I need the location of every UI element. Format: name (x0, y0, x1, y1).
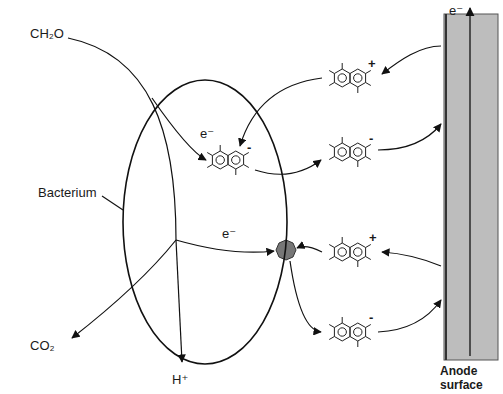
mediator-molecules (207, 63, 371, 347)
mediator-arrow (382, 252, 441, 266)
compound-label: CO₂ (30, 338, 55, 353)
electron-label: e⁻ (200, 126, 214, 141)
methyl-tick (329, 245, 334, 248)
ring-bond (354, 328, 362, 336)
electrode-label: Anode surface (440, 364, 500, 392)
methyl-tick (207, 153, 212, 156)
co2-arrow (72, 240, 176, 338)
methyl-tick (342, 237, 343, 243)
methyl-tick (220, 145, 221, 151)
ring (334, 69, 350, 87)
ring (334, 323, 350, 341)
current-arrow (469, 8, 470, 356)
cell-label: Bacterium (38, 185, 97, 200)
electron-label: e⁻ (449, 3, 463, 18)
compound-label: H⁺ (172, 372, 188, 387)
electron-arrow (176, 240, 274, 252)
ring-bond (232, 156, 240, 164)
ring-bond (338, 328, 346, 336)
ring (228, 151, 244, 169)
methyl-tick (366, 337, 371, 340)
ring (350, 143, 366, 161)
anthraquinone-molecule (329, 137, 371, 167)
ring (212, 151, 228, 169)
methyl-tick (329, 145, 334, 148)
methyl-tick (366, 83, 371, 86)
anthraquinone-molecule (329, 63, 371, 93)
methyl-tick (329, 257, 334, 260)
ring-bond (354, 148, 362, 156)
ring-bond (354, 74, 362, 82)
ring-bond (338, 148, 346, 156)
substrate-path (68, 38, 176, 240)
mediator-arrow (382, 46, 441, 74)
ring-bond (338, 74, 346, 82)
anthraquinone-molecule (329, 237, 371, 267)
ring-bond (338, 248, 346, 256)
methyl-tick (357, 161, 358, 167)
cell-membrane (123, 80, 287, 364)
mediator-arrow (378, 124, 441, 150)
anode-edge (445, 14, 447, 360)
charge-sign: + (369, 230, 377, 245)
methyl-tick (342, 137, 343, 143)
ring-bond (354, 248, 362, 256)
electrode-shape (440, 4, 500, 392)
bacterium-cell: Bacterium (122, 79, 288, 365)
anode-electrode: Anode surface (440, 4, 500, 392)
charge-sign: - (247, 140, 251, 155)
charge-sign: - (369, 131, 373, 146)
methyl-tick (357, 87, 358, 93)
electron-arrow (152, 98, 206, 160)
methyl-tick (329, 157, 334, 160)
methyl-tick (329, 337, 334, 340)
charge-sign: - (369, 310, 373, 325)
mediator-arrow (290, 261, 321, 332)
ring (334, 243, 350, 261)
methyl-tick (244, 165, 249, 168)
ring-bond (216, 156, 224, 164)
methyl-tick (342, 63, 343, 69)
mediator-arrow (255, 160, 321, 174)
methyl-tick (207, 165, 212, 168)
anthraquinone-molecule (329, 317, 371, 347)
charge-sign: + (368, 56, 376, 71)
compound-label: CH₂O (30, 26, 64, 41)
methyl-tick (357, 261, 358, 267)
methyl-tick (329, 83, 334, 86)
methyl-tick (235, 169, 236, 175)
mediator-arrow (240, 78, 322, 146)
ring (350, 243, 366, 261)
methyl-tick (329, 71, 334, 74)
proton-arrow (176, 240, 182, 362)
anthraquinone-molecule (207, 145, 249, 175)
methyl-tick (357, 341, 358, 347)
cell-outline (122, 79, 288, 365)
methyl-tick (366, 257, 371, 260)
anode-plate (444, 14, 498, 360)
ring (350, 69, 366, 87)
ring (334, 143, 350, 161)
methyl-tick (366, 157, 371, 160)
leader-line (102, 196, 123, 210)
methyl-tick (342, 317, 343, 323)
mediator-arrow (378, 300, 441, 332)
electron-label: e⁻ (222, 226, 236, 241)
methyl-tick (329, 325, 334, 328)
ring (350, 323, 366, 341)
mediator-arrow (297, 247, 322, 252)
